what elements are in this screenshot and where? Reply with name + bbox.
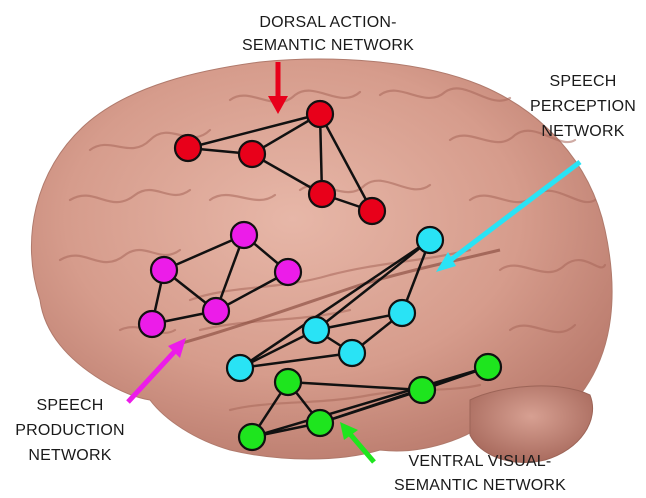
label-ventral-line-2: SEMANTIC NETWORK <box>394 477 566 494</box>
label-speech-perception-line-2: PERCEPTION <box>530 98 636 115</box>
speech-production-node <box>139 311 165 337</box>
speech-production-node <box>203 298 229 324</box>
ventral-node <box>475 354 501 380</box>
label-ventral: VENTRAL VISUAL- SEMANTIC NETWORK <box>394 453 566 494</box>
ventral-node <box>307 410 333 436</box>
label-ventral-line-1: VENTRAL VISUAL- <box>409 453 552 470</box>
speech-perception-node <box>303 317 329 343</box>
speech-production-node <box>231 222 257 248</box>
ventral-node <box>275 369 301 395</box>
speech-perception-node <box>417 227 443 253</box>
dorsal-node <box>309 181 335 207</box>
dorsal-node <box>359 198 385 224</box>
label-speech-production-line-3: NETWORK <box>28 447 111 464</box>
label-dorsal: DORSAL ACTION- SEMANTIC NETWORK <box>242 14 414 54</box>
ventral-node <box>239 424 265 450</box>
label-speech-perception: SPEECH PERCEPTION NETWORK <box>530 73 636 140</box>
speech-production-node <box>151 257 177 283</box>
label-speech-perception-line-1: SPEECH <box>550 73 617 90</box>
dorsal-node <box>307 101 333 127</box>
label-dorsal-line-2: SEMANTIC NETWORK <box>242 37 414 54</box>
label-speech-perception-line-3: NETWORK <box>541 123 624 140</box>
label-speech-production: SPEECH PRODUCTION NETWORK <box>15 397 125 464</box>
speech-perception-node <box>389 300 415 326</box>
dorsal-node <box>175 135 201 161</box>
dorsal-node <box>239 141 265 167</box>
label-speech-production-line-2: PRODUCTION <box>15 422 125 439</box>
label-speech-production-line-1: SPEECH <box>37 397 104 414</box>
speech-perception-node <box>227 355 253 381</box>
speech-production-node <box>275 259 301 285</box>
speech-perception-node <box>339 340 365 366</box>
ventral-node <box>409 377 435 403</box>
label-dorsal-line-1: DORSAL ACTION- <box>259 14 396 31</box>
cerebellum <box>470 386 593 462</box>
